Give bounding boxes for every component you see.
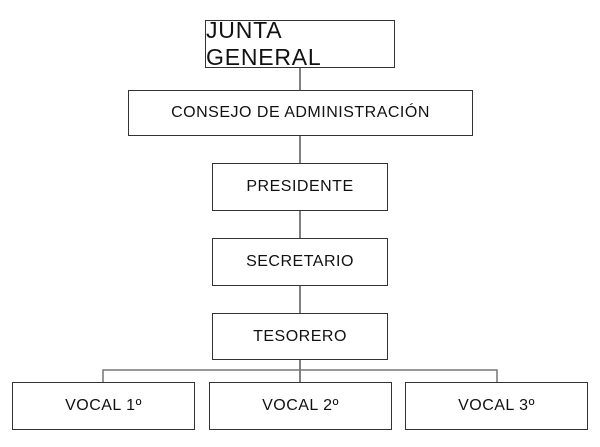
edge-bus-vocales <box>102 369 498 382</box>
node-tesorero: TESORERO <box>212 313 388 360</box>
node-vocal-3: VOCAL 3º <box>405 382 588 430</box>
node-consejo-administracion: CONSEJO DE ADMINISTRACIÓN <box>128 90 473 136</box>
node-junta-general: JUNTA GENERAL <box>205 17 395 70</box>
node-presidente: PRESIDENTE <box>212 163 388 211</box>
node-secretario: SECRETARIO <box>212 238 388 286</box>
node-vocal-2: VOCAL 2º <box>209 382 392 430</box>
node-vocal-1: VOCAL 1º <box>12 382 195 430</box>
